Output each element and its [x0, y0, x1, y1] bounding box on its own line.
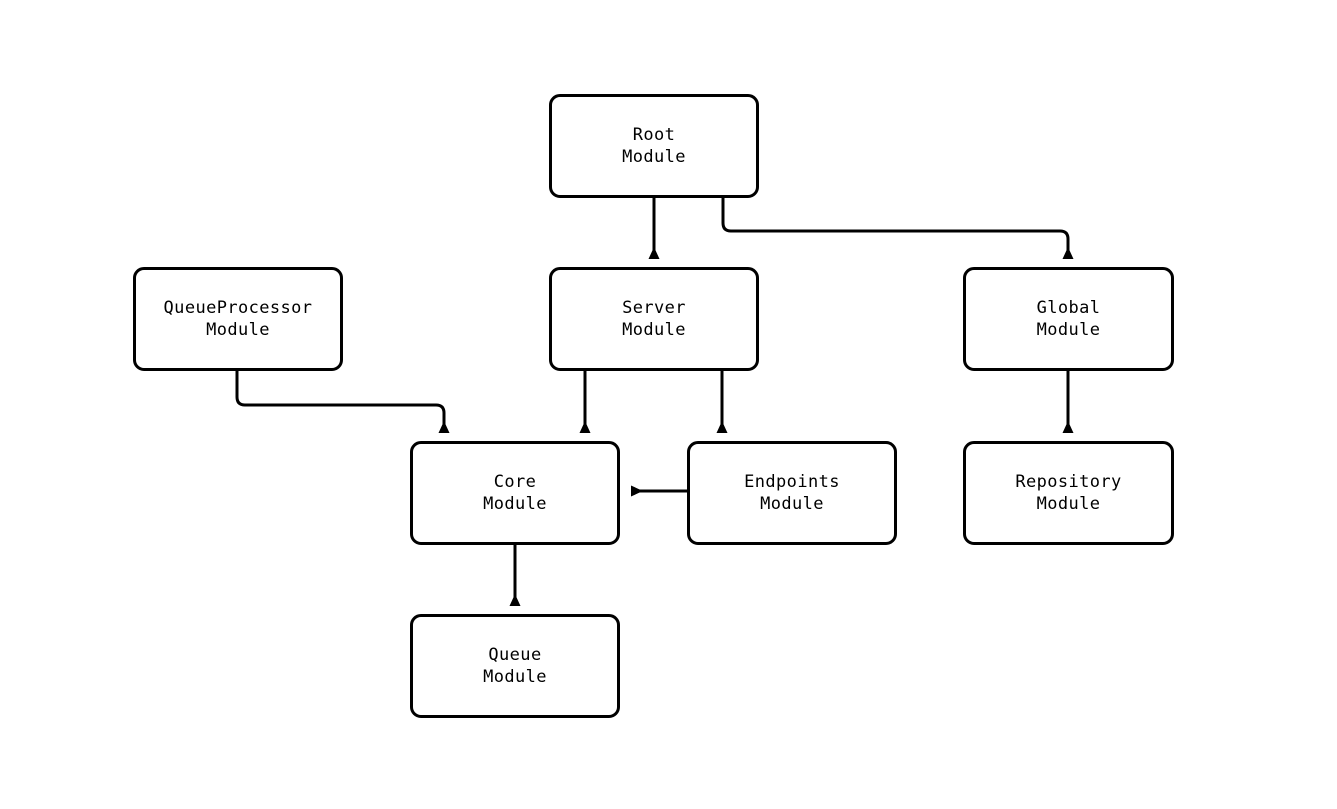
endpoints-module-label: Endpoints Module — [744, 472, 840, 514]
global-module-label: Global Module — [1036, 298, 1101, 340]
queueprocessor-module-node[interactable]: QueueProcessor Module — [133, 267, 343, 371]
server-module-node[interactable]: Server Module — [549, 267, 759, 371]
queue-module-label: Queue Module — [483, 645, 547, 687]
repository-module-node[interactable]: Repository Module — [963, 441, 1174, 545]
root-module-node[interactable]: Root Module — [549, 94, 759, 198]
root-module-label: Root Module — [622, 125, 686, 167]
edge-queueprocessor-to-core — [235, 371, 450, 433]
server-module-label: Server Module — [622, 298, 686, 340]
queue-module-node[interactable]: Queue Module — [410, 614, 620, 718]
endpoints-module-node[interactable]: Endpoints Module — [687, 441, 897, 545]
queueprocessor-module-label: QueueProcessor Module — [163, 298, 313, 340]
edge-root-to-global — [721, 198, 1074, 259]
core-module-node[interactable]: Core Module — [410, 441, 620, 545]
repository-module-label: Repository Module — [1015, 472, 1122, 514]
core-module-label: Core Module — [483, 472, 547, 514]
global-module-node[interactable]: Global Module — [963, 267, 1174, 371]
